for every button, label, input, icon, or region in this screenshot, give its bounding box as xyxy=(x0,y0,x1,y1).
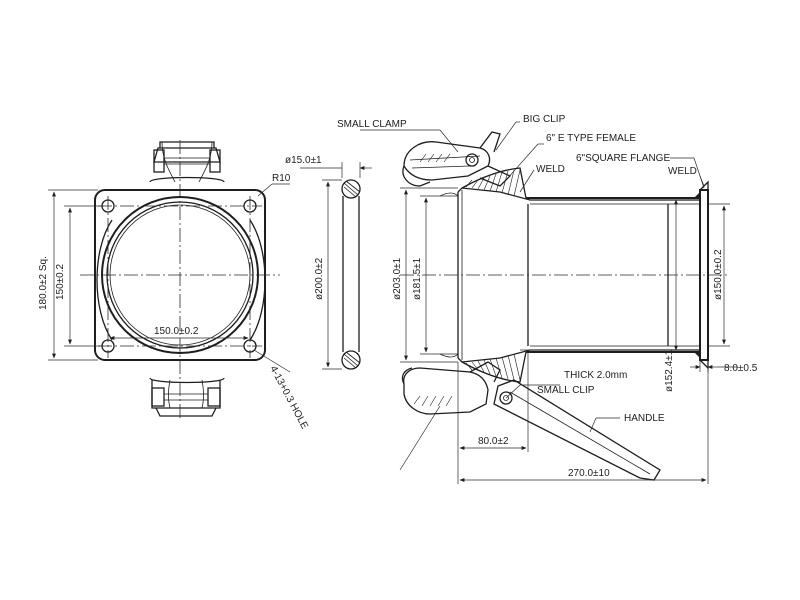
label-weld-left: WELD xyxy=(536,164,565,175)
dim-80: 80.0±2 xyxy=(478,436,509,447)
label-thick: THICK 2.0mm xyxy=(564,370,627,381)
callout-leaders xyxy=(360,121,705,471)
dim-181: ø181.5±1 xyxy=(412,257,423,300)
top-clamp-lug xyxy=(149,141,225,183)
o-ring-section xyxy=(300,162,372,370)
side-view-dimensions xyxy=(400,187,738,484)
bottom-clamp-lug xyxy=(149,377,225,417)
dim-o-ring-200: ø200.0±2 xyxy=(314,257,325,300)
dim-270: 270.0±10 xyxy=(568,468,610,479)
label-small-clamp: SMALL CLAMP xyxy=(337,119,407,130)
label-e-type-female: 6" E TYPE FEMALE xyxy=(546,133,636,144)
dim-150-horizontal: 150.0±0.2 xyxy=(154,326,199,337)
label-big-clip: BIG CLIP xyxy=(523,114,566,125)
bottom-clamp-assembly xyxy=(401,361,661,481)
dim-152: ø152.4±1 xyxy=(664,349,675,392)
dim-150-right: ø150.0±0.2 xyxy=(713,249,724,300)
label-square-flange: 6"SQUARE FLANGE xyxy=(576,153,670,164)
dim-150-vertical: 150±0.2 xyxy=(55,263,66,300)
top-clamp-assembly xyxy=(402,131,512,187)
dim-o-ring-15: ø15.0±1 xyxy=(285,155,322,166)
front-view xyxy=(80,140,280,420)
label-small-clip: SMALL CLIP xyxy=(537,385,595,396)
front-view-dimensions xyxy=(48,183,291,373)
label-weld-right: WELD xyxy=(668,166,697,177)
label-r10: R10 xyxy=(272,173,291,184)
dim-203: ø203.0±1 xyxy=(392,257,403,300)
dim-180-sq: 180.0±2 Sq. xyxy=(38,256,49,310)
label-hole: 4-13+0.3 HOLE xyxy=(267,364,310,431)
dim-8: 8.0±0.5 xyxy=(724,363,758,374)
label-handle: HANDLE xyxy=(624,413,665,424)
